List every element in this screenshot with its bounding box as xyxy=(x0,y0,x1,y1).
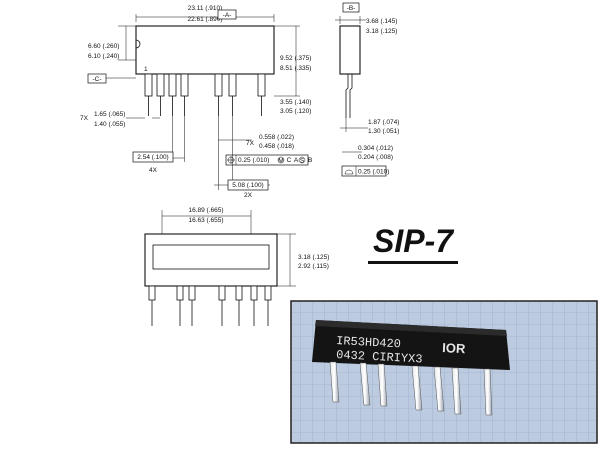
lead-t-min-label: 0.204 (.008) xyxy=(358,154,393,161)
photo-marking-line2: 0432 CIRIYX3 xyxy=(336,348,423,367)
lead-t-max-label: 0.304 (.012) xyxy=(358,145,393,152)
tol-c-label: C xyxy=(287,157,292,164)
package-body-top xyxy=(135,25,275,75)
bottom-h-min-label: 2.92 (.115) xyxy=(298,263,329,270)
photo-logo: IOR xyxy=(442,340,466,356)
lead-w-max-label: 0.558 (.022) xyxy=(259,134,294,141)
wide-pitch-count-label: 2X xyxy=(244,192,253,199)
lead-len-max-label: 3.55 (.140) xyxy=(280,99,311,106)
photo-leads xyxy=(329,361,493,416)
lead-w-min-label: 0.458 (.018) xyxy=(259,143,294,150)
height-max-label: 9.52 (.375) xyxy=(280,55,311,62)
bottom-view: 16.89 (.665) 16.63 (.655) 3.18 (.125) 2.… xyxy=(144,207,329,326)
wide-pitch-label: 5.08 (.100) xyxy=(232,182,263,189)
thick-max-label: 3.68 (.145) xyxy=(366,18,397,25)
height-left-min-label: 6.10 (.240) xyxy=(88,53,119,60)
package-body-side xyxy=(339,25,361,75)
tol-prefix-label: 0.25 (.010) xyxy=(238,157,269,164)
offset-min-label: 1.30 (.051) xyxy=(368,128,399,135)
height-min-label: 8.51 (.335) xyxy=(280,65,311,72)
top-pins xyxy=(144,73,266,116)
tol-a-label: A xyxy=(294,157,299,164)
datum-a-label: -A- xyxy=(223,12,232,19)
bottom-pins xyxy=(148,285,272,326)
position-tolerance-frame: 0.25 (.010) M C A S B xyxy=(225,154,312,166)
pin-w-min-label: 1.40 (.055) xyxy=(94,121,125,128)
datum-b-label: -B- xyxy=(347,5,356,12)
tol-m-label: M xyxy=(278,157,283,164)
datum-c-label: -C- xyxy=(92,76,101,83)
pin1-label: 1 xyxy=(144,66,148,73)
component-photo: IR53HD420 0432 CIRIYX3 IOR xyxy=(290,300,598,444)
length-max-label: 23.11 (.910) xyxy=(188,5,223,12)
lead-w-count-label: 7X xyxy=(246,140,255,147)
bottom-h-max-label: 3.18 (.125) xyxy=(298,254,329,261)
lead-len-min-label: 3.05 (.120) xyxy=(280,108,311,115)
length-min-label: 22.61 (.890) xyxy=(187,16,222,23)
tol-b-label: B xyxy=(308,157,312,164)
side-view: -B- 3.68 (.145) 3.18 (.125) 1.87 (.074) … xyxy=(335,2,399,177)
bottom-width-min-label: 16.63 (.655) xyxy=(188,217,223,224)
package-title: SIP-7 xyxy=(368,223,458,264)
pitch-label: 2.54 (.100) xyxy=(137,154,168,161)
thick-min-label: 3.18 (.125) xyxy=(366,28,397,35)
height-left-max-label: 6.60 (.260) xyxy=(88,43,119,50)
package-body-bottom xyxy=(144,233,278,287)
pin-w-max-label: 1.65 (.065) xyxy=(94,111,125,118)
photo-marking-line1: IR53HD420 xyxy=(336,334,401,351)
tol-s-label: S xyxy=(300,157,305,164)
offset-max-label: 1.87 (.074) xyxy=(368,119,399,126)
title-text: SIP-7 xyxy=(373,223,455,259)
pitch-count-label: 4X xyxy=(149,167,158,174)
profile-tol-label: 0.25 (.010) xyxy=(358,169,389,176)
top-view: 23.11 (.910) 22.61 (.890) -A- 1 6.60 (.2… xyxy=(80,5,312,199)
pin-w-count-label: 7X xyxy=(80,115,89,122)
bottom-width-max-label: 16.89 (.665) xyxy=(188,207,223,214)
